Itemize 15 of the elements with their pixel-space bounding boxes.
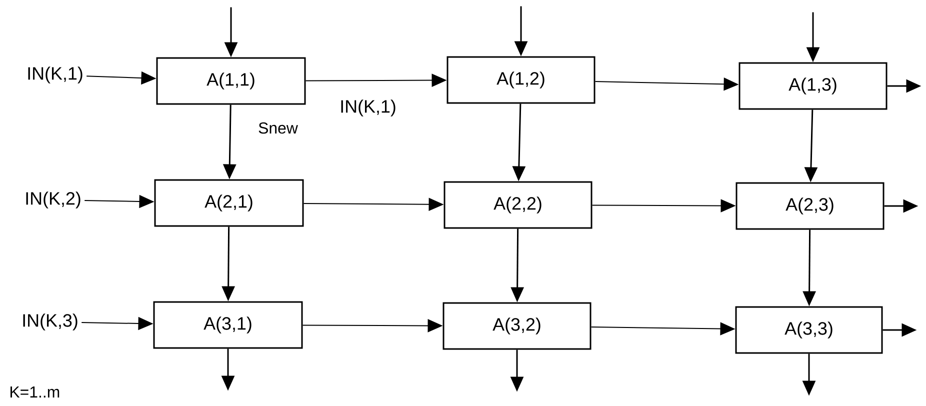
process-box: A(1,1) [156, 57, 306, 105]
process-box: A(3,2) [442, 302, 592, 350]
process-box: A(1,3) [738, 62, 888, 110]
note-text: K=1..m [10, 386, 60, 398]
process-box: A(2,3) [736, 182, 884, 230]
process-box: A(2,2) [444, 181, 592, 229]
edge-label: IN(K,1) [338, 98, 398, 118]
process-box: A(3,1) [153, 301, 303, 349]
process-box: A(1,2) [446, 56, 596, 104]
process-box: A(2,1) [154, 179, 304, 227]
input-label: IN(K,1) [28, 66, 82, 84]
process-box: A(3,3) [735, 306, 883, 354]
input-label: IN(K,3) [23, 314, 78, 330]
edge-label: Snew [256, 120, 300, 136]
input-label: IN(K,2) [26, 192, 80, 208]
